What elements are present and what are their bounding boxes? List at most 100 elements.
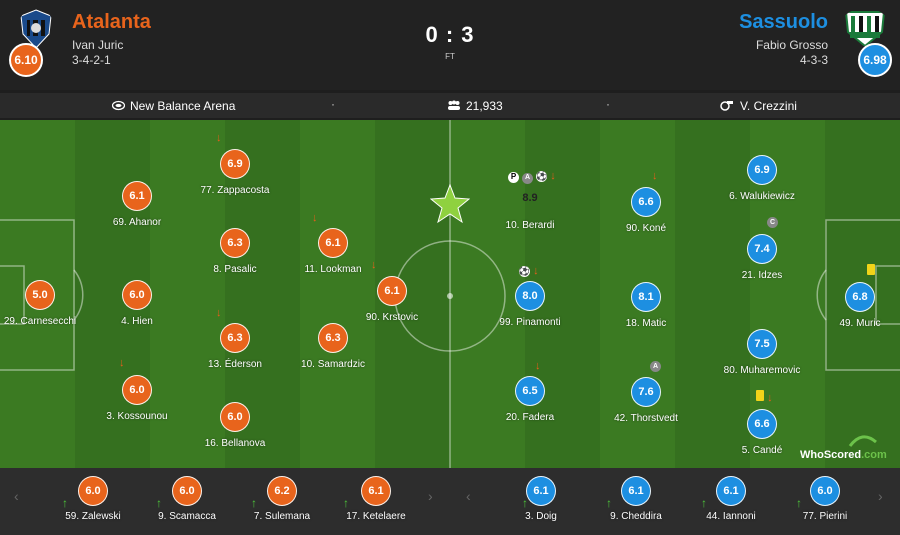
match-score: 0 : 3 [425, 22, 475, 47]
subbed-off-icon: ↓ [550, 170, 556, 182]
yellow-card-icon [756, 390, 764, 401]
away-team-rating: 6.98 [858, 43, 892, 77]
home-player-midfielder[interactable]: 6.3 8. Pasalic [155, 228, 315, 288]
subbed-on-icon: ↑ [343, 496, 349, 510]
away-player-midfielder[interactable]: ↓ 6.6 90. Koné [566, 170, 726, 247]
player-name: 80. Muharemovic [723, 365, 801, 376]
player-rating: 6.1 [716, 476, 746, 506]
subbed-on-icon: ↑ [701, 496, 707, 510]
away-substitute[interactable]: ↑ 6.1 3. Doig [486, 468, 596, 528]
player-name: 7. Sulemana [253, 511, 311, 522]
player-rating: 6.1 [621, 476, 651, 506]
attendance-value: 21,933 [466, 99, 503, 113]
player-name: 21. Idzes [741, 270, 783, 281]
subbed-on-icon: ↑ [796, 496, 802, 510]
player-name: 20. Fadera [505, 412, 555, 423]
home-player-midfielder[interactable]: ↓ 6.3 13. Éderson [155, 307, 315, 383]
info-separator: · [606, 97, 610, 111]
player-name: 16. Bellanova [204, 438, 266, 449]
player-rating: 6.6 [631, 187, 661, 217]
home-player-striker[interactable]: ↓ 6.1 90. Krstovic [312, 259, 472, 336]
player-rating: 6.3 [318, 323, 348, 353]
away-bench-prev-arrow[interactable]: ‹ [466, 488, 471, 504]
player-name: 49. Muric [839, 318, 881, 329]
match-status: FT [445, 52, 455, 61]
player-name: 44. Iannoni [706, 511, 756, 522]
yellow-card-icon [867, 264, 875, 275]
player-events: P A ⚽ ↓ [508, 170, 556, 184]
player-name: 42. Thorstvedt [614, 413, 678, 424]
pitch: 5.0 29. Carnesecchi 6.1 69. Ahanor 6.0 4… [0, 120, 900, 468]
player-rating: 6.0 [172, 476, 202, 506]
home-player-defender[interactable]: 6.1 69. Ahanor [57, 181, 217, 241]
home-player-gk[interactable]: 5.0 29. Carnesecchi [0, 280, 120, 340]
home-bench-next-arrow[interactable]: › [428, 488, 433, 504]
home-player-attacker[interactable]: 6.3 10. Samardzic [253, 323, 413, 383]
away-player-defender[interactable]: 6.9 6. Walukiewicz [682, 155, 842, 215]
goal-icon: ⚽ [536, 170, 548, 182]
away-player-defender[interactable]: ↓ 6.6 5. Candé [682, 390, 842, 469]
player-name: 9. Scamacca [158, 511, 216, 522]
away-player-midfielder[interactable]: 8.1 18. Matic [566, 282, 726, 342]
player-rating: 6.6 [747, 409, 777, 439]
away-substitute[interactable]: ↑ 6.0 77. Pierini [770, 468, 880, 528]
player-rating: 7.4 [747, 234, 777, 264]
home-substitute[interactable]: ↑ 6.2 7. Sulemana [227, 468, 337, 528]
away-player-forward-motm[interactable]: P A ⚽ ↓ 8.9 10. Berardi [430, 170, 610, 244]
player-events: ↓ [756, 390, 773, 404]
player-rating: 6.3 [220, 228, 250, 258]
away-player-midfielder[interactable]: A 7.6 42. Thorstvedt [566, 361, 726, 437]
player-rating: 6.0 [78, 476, 108, 506]
player-rating: 6.2 [267, 476, 297, 506]
away-player-forward[interactable]: ↓ 6.5 20. Fadera [450, 360, 610, 436]
player-rating: 6.0 [122, 375, 152, 405]
away-player-goalkeeper[interactable]: 6.8 49. Muric [780, 264, 900, 342]
player-rating: 6.0 [122, 280, 152, 310]
sassuolo-crest[interactable] [840, 8, 890, 46]
home-team-name[interactable]: Atalanta [72, 11, 151, 33]
away-player-defender[interactable]: C 7.4 21. Idzes [682, 217, 842, 294]
player-name: 90. Koné [625, 223, 667, 234]
home-coach: Ivan Juric [72, 38, 124, 52]
home-substitute[interactable]: ↑ 6.0 59. Zalewski [38, 468, 148, 528]
away-player-defender[interactable]: 7.5 80. Muharemovic [682, 329, 842, 389]
home-player-midfielder[interactable]: ↓ 6.9 77. Zappacosta [155, 132, 315, 209]
away-substitute[interactable]: ↑ 6.1 9. Cheddira [581, 468, 691, 528]
home-player-midfielder[interactable]: 6.0 16. Bellanova [155, 402, 315, 462]
player-name: 4. Hien [121, 316, 153, 327]
info-separator: · [331, 97, 335, 111]
home-player-defender[interactable]: 6.0 4. Hien [57, 280, 217, 340]
match-header: 6.10 Atalanta Ivan Juric 3-4-2-1 0 : 3 F… [0, 0, 900, 90]
player-rating: 8.1 [631, 282, 661, 312]
away-substitute[interactable]: ↑ 6.1 44. Iannoni [676, 468, 786, 528]
subbed-off-icon: ↓ [216, 307, 222, 319]
away-team-name[interactable]: Sassuolo [739, 11, 828, 33]
goal-icon: ⚽ [518, 265, 531, 277]
subbed-off-icon: ↓ [371, 259, 377, 271]
player-rating: 6.3 [220, 323, 250, 353]
referee-name: V. Crezzini [740, 99, 797, 113]
away-bench-next-arrow[interactable]: › [878, 488, 883, 504]
player-name: 99. Pinamonti [499, 317, 561, 328]
home-substitute[interactable]: ↑ 6.0 9. Scamacca [132, 468, 242, 528]
player-rating: 8.9 [522, 192, 538, 204]
player-name: 5. Candé [741, 445, 783, 456]
player-name: 77. Zappacosta [200, 185, 270, 196]
player-rating: 7.5 [747, 329, 777, 359]
home-bench-prev-arrow[interactable]: ‹ [14, 488, 19, 504]
player-name: 8. Pasalic [213, 264, 257, 275]
home-team-rating: 6.10 [9, 43, 43, 77]
player-rating: 6.0 [810, 476, 840, 506]
player-name: 69. Ahanor [112, 217, 162, 228]
atalanta-crest[interactable] [18, 8, 54, 48]
home-player-attacker[interactable]: ↓ 6.1 11. Lookman [253, 212, 413, 288]
subbed-on-icon: ↑ [156, 496, 162, 510]
player-name: 18. Matic [625, 318, 667, 329]
home-substitute[interactable]: ↑ 6.1 17. Ketelaere [321, 468, 431, 528]
attendance-icon [448, 100, 460, 110]
player-events: ⚽ ↓ [519, 265, 539, 277]
home-player-defender[interactable]: ↓ 6.0 3. Kossounou [57, 357, 217, 435]
stadium-icon [112, 100, 125, 111]
player-rating: 7.6 [631, 377, 661, 407]
away-player-forward[interactable]: ⚽ ↓ 8.0 99. Pinamonti [450, 265, 610, 341]
